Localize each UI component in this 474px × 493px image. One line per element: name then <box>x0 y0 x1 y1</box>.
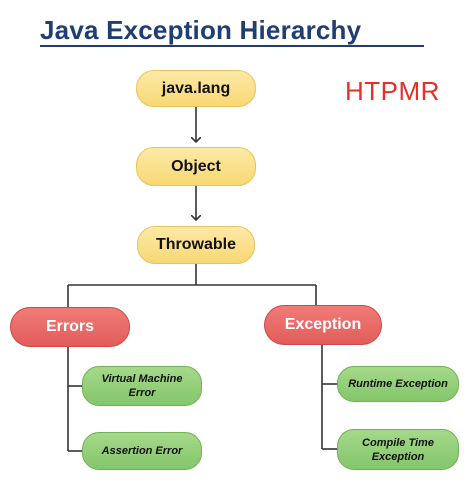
node-assertion-error: Assertion Error <box>82 432 202 470</box>
watermark-text: HTPMR <box>345 76 440 106</box>
node-object: Object <box>136 147 256 186</box>
title-underline <box>40 45 424 47</box>
diagram-title: Java Exception Hierarchy <box>40 15 362 45</box>
node-exception: Exception <box>264 305 382 345</box>
node-errors: Errors <box>10 307 130 347</box>
node-throwable: Throwable <box>137 226 255 264</box>
node-runtime-exception: Runtime Exception <box>337 366 459 402</box>
node-virtual-machine-error: Virtual Machine Error <box>82 366 202 406</box>
node-compile-time-exception: Compile Time Exception <box>337 429 459 470</box>
node-java-lang: java.lang <box>136 70 256 107</box>
